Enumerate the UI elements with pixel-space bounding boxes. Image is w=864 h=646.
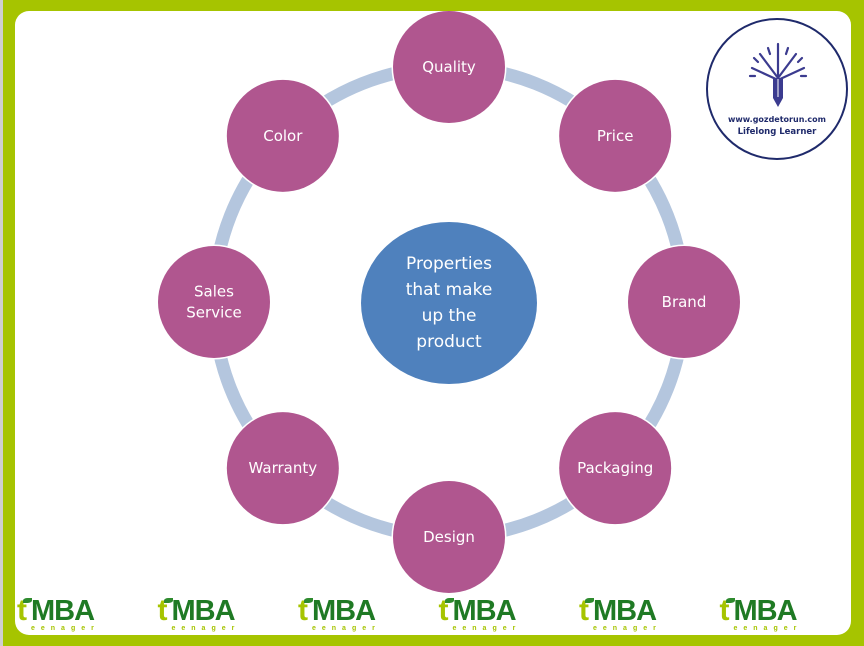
cycle-diagram: Properties that make up the product QualityP… bbox=[156, 11, 742, 595]
logo-sub: eenager bbox=[452, 625, 522, 632]
node-circle bbox=[559, 79, 672, 192]
logo-t: t bbox=[157, 594, 168, 627]
node-circle bbox=[628, 246, 740, 358]
logo-mba: MBA bbox=[31, 595, 95, 627]
node-circle bbox=[559, 412, 672, 525]
leaf-icon bbox=[304, 598, 313, 603]
node-label: Quality bbox=[422, 58, 476, 76]
badge-tagline: Lifelong Learner bbox=[737, 127, 817, 137]
node-circle bbox=[393, 11, 505, 123]
logo-t: t bbox=[579, 594, 589, 627]
leaf-icon bbox=[163, 598, 173, 603]
center-node: Properties that make up the product bbox=[361, 222, 537, 384]
node-label: Brand bbox=[662, 293, 707, 311]
logo-mba: MBA bbox=[312, 595, 376, 627]
node-label: Packaging bbox=[577, 459, 653, 477]
logo-sub: eenager bbox=[171, 625, 241, 632]
node-warranty: Warranty bbox=[225, 410, 341, 526]
leaf-icon bbox=[444, 598, 454, 603]
logo-mba: MBA bbox=[452, 595, 517, 627]
logo-mba: MBA bbox=[733, 595, 798, 627]
center-label-line: up the bbox=[422, 306, 477, 326]
node-packaging: Packaging bbox=[557, 410, 673, 526]
node-label: Warranty bbox=[249, 459, 318, 477]
logo-t: t bbox=[17, 594, 27, 627]
logo-sub: eenager bbox=[31, 625, 100, 632]
logo-mba: MBA bbox=[593, 595, 657, 627]
node-label: Service bbox=[186, 304, 241, 322]
node-circle bbox=[226, 412, 339, 525]
node-price: Price bbox=[557, 78, 673, 194]
node-color: Color bbox=[225, 78, 341, 194]
logo-t: t bbox=[438, 594, 449, 627]
node-circle bbox=[158, 246, 270, 358]
logo-t: t bbox=[719, 594, 730, 627]
node-label: Sales bbox=[194, 283, 234, 301]
node-design: Design bbox=[391, 479, 507, 595]
leaf-icon bbox=[725, 598, 735, 603]
center-circle bbox=[361, 222, 537, 384]
node-label: Color bbox=[263, 127, 303, 145]
logo-sub: eenager bbox=[312, 625, 381, 632]
node-label: Design bbox=[423, 528, 475, 546]
logo-t: t bbox=[298, 594, 308, 627]
leaf-icon bbox=[23, 598, 32, 603]
node-circle bbox=[393, 481, 505, 593]
tree-pencil-icon bbox=[748, 42, 808, 107]
gozdetorun-badge: www.gozdetorun.com Lifelong Learner bbox=[706, 18, 848, 160]
logo-sub: eenager bbox=[733, 625, 803, 632]
center-label-line: product bbox=[416, 332, 482, 352]
node-label: Price bbox=[597, 127, 634, 145]
leaf-icon bbox=[585, 598, 594, 603]
node-circle bbox=[226, 79, 339, 192]
node-quality: Quality bbox=[391, 11, 507, 125]
badge-url: www.gozdetorun.com bbox=[728, 115, 826, 124]
logo-sub: eenager bbox=[593, 625, 662, 632]
logo-mba: MBA bbox=[171, 595, 236, 627]
center-label-line: Properties bbox=[406, 254, 492, 274]
node-brand: Brand bbox=[626, 244, 742, 360]
center-label-line: that make bbox=[406, 280, 493, 300]
